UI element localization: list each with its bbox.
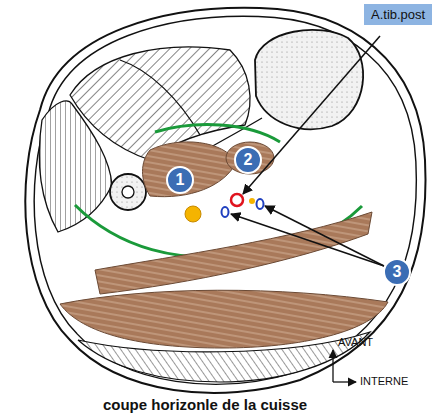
superficial-muscles — [78, 332, 370, 382]
orientation-arrow — [333, 381, 356, 382]
callout-circle: 2 — [234, 146, 262, 174]
muscle-septum — [120, 60, 200, 135]
posterior-tibial-vein — [257, 199, 264, 209]
callout-number: 3 — [393, 264, 402, 280]
leader-line — [265, 206, 384, 266]
tibial-nerve — [185, 206, 201, 222]
callout-circle-fill — [384, 259, 410, 285]
leader-line — [243, 36, 380, 194]
callout-circle: 3 — [383, 258, 411, 286]
skin-outline — [25, 8, 425, 393]
deep-posterior-muscle — [143, 142, 237, 197]
soleus-muscle — [95, 212, 372, 294]
orientation-text: AVANT — [338, 336, 373, 348]
orientation-text: INTERNE — [360, 375, 408, 387]
orientation-arrow — [332, 350, 333, 382]
posterior-tibial-artery — [231, 194, 243, 206]
tibia-bone — [255, 30, 363, 129]
fascia-outline — [34, 16, 416, 384]
gastrocnemius-muscle — [60, 290, 388, 348]
leader-line — [231, 214, 384, 266]
deep-fascia — [155, 125, 280, 142]
orientation-label: INTERNE — [360, 375, 408, 387]
label-box: A.tib.post — [364, 4, 432, 25]
callout-number: 2 — [244, 152, 253, 168]
lateral-muscles — [39, 101, 112, 232]
callout-number: 1 — [176, 172, 185, 188]
fibula-bone — [110, 174, 146, 210]
fibula-canal — [122, 186, 134, 198]
callout-circle-fill — [167, 167, 193, 193]
figure-caption: coupe horizonle de la cuisse — [103, 396, 307, 413]
callout-circle-fill — [235, 147, 261, 173]
posterior-tibial-vein — [222, 207, 229, 217]
vessel-label: A.tib.post — [371, 7, 425, 22]
callout-circle: 1 — [166, 166, 194, 194]
orientation-label: AVANT — [338, 336, 373, 348]
small-nerve — [249, 198, 255, 204]
deep-posterior-muscle — [226, 142, 274, 174]
